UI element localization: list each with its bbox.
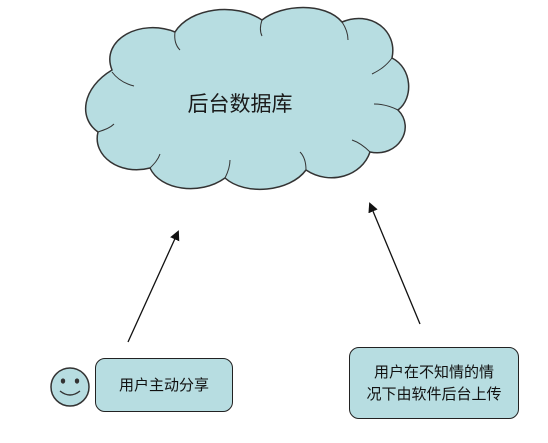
smiley-face-icon <box>50 367 90 407</box>
background-upload-line1: 用户在不知情的情 <box>373 363 494 381</box>
arrow-right <box>368 202 421 325</box>
cloud-shape <box>84 6 410 191</box>
user-share-box: 用户主动分享 <box>95 358 233 412</box>
background-upload-line2: 况下由软件后台上传 <box>366 385 502 403</box>
user-share-label: 用户主动分享 <box>118 376 209 394</box>
cloud-label: 后台数据库 <box>187 92 293 116</box>
arrow-left <box>127 230 180 343</box>
background-upload-box: 用户在不知情的情 况下由软件后台上传 <box>349 347 519 419</box>
